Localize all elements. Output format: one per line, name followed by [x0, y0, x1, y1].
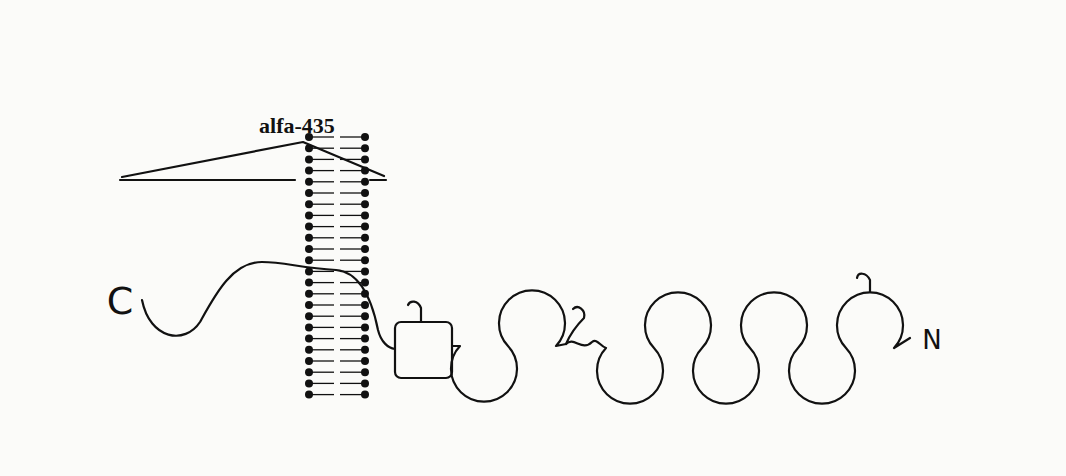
domain-chain [451, 290, 910, 403]
glycan-mark [408, 302, 421, 322]
lipid-tail [311, 372, 334, 373]
lipid-head [305, 312, 313, 320]
lipid-tail [311, 327, 334, 328]
lipid-head [305, 211, 313, 219]
lipid-tail [311, 226, 334, 227]
lipid-head [305, 279, 313, 287]
lipid-tail [340, 237, 363, 238]
lipid-head [305, 391, 313, 399]
lipid-tail [340, 338, 363, 339]
lipid-head [361, 379, 369, 387]
lipid-tail [340, 215, 363, 216]
lipid-head [305, 189, 313, 197]
lipid-tail [340, 226, 363, 227]
lipid-head [361, 189, 369, 197]
lipid-tail [311, 271, 334, 272]
lipid-head [305, 357, 313, 365]
lipid-head [361, 256, 369, 264]
lipid-tail [311, 170, 334, 171]
lipid-tail [340, 136, 363, 137]
lipid-head [305, 245, 313, 253]
bracket-line [122, 142, 384, 177]
lipid-head [361, 312, 369, 320]
terminus-label: C [107, 282, 134, 320]
lipid-head [305, 335, 313, 343]
lipid-head [361, 200, 369, 208]
lipid-tail [340, 181, 363, 182]
lipid-head [305, 256, 313, 264]
bracket-line [370, 179, 386, 181]
lipid-tail [340, 372, 363, 373]
bracket-line [120, 179, 295, 181]
lipid-tail [340, 360, 363, 361]
lipid-head [305, 290, 313, 298]
lipid-head [305, 200, 313, 208]
lipid-head [305, 368, 313, 376]
lipid-bilayer [305, 133, 369, 399]
lipid-head [361, 346, 369, 354]
lipid-tail [311, 338, 334, 339]
lipid-tail [311, 248, 334, 249]
lipid-tail [340, 327, 363, 328]
lipid-head [305, 223, 313, 231]
lipid-head [361, 335, 369, 343]
lipid-tail [311, 260, 334, 261]
lipid-head [361, 301, 369, 309]
lipid-tail [311, 192, 334, 193]
lipid-tail [311, 159, 334, 160]
lipid-head [361, 234, 369, 242]
lipid-head [361, 323, 369, 331]
domain-label: alfa-435 [259, 115, 335, 137]
lipid-tail [311, 394, 334, 395]
lipid-head [361, 144, 369, 152]
lipid-tail [311, 349, 334, 350]
lipid-tail [340, 304, 363, 305]
lipid-head [361, 368, 369, 376]
lipid-head [305, 379, 313, 387]
lipid-tail [340, 394, 363, 395]
lipid-head [361, 211, 369, 219]
lipid-head [361, 267, 369, 275]
lipid-head [361, 223, 369, 231]
lipid-tail [340, 148, 363, 149]
glycan-mark [857, 274, 870, 292]
lipid-tail [311, 181, 334, 182]
c-terminal-tail [142, 262, 395, 349]
lipid-tail [340, 248, 363, 249]
lipid-tail [340, 170, 363, 171]
lipid-head [305, 234, 313, 242]
lipid-tail [311, 383, 334, 384]
lipid-tail [311, 304, 334, 305]
lipid-tail [340, 349, 363, 350]
lipid-head [305, 178, 313, 186]
lipid-tail [340, 204, 363, 205]
lipid-tail [340, 192, 363, 193]
lipid-tail [340, 316, 363, 317]
lipid-tail [340, 383, 363, 384]
lipid-head [305, 155, 313, 163]
terminus-label: N [922, 327, 941, 353]
lipid-head [305, 346, 313, 354]
lipid-tail [311, 215, 334, 216]
lipid-tail [340, 293, 363, 294]
lipid-head [361, 155, 369, 163]
lipid-tail [311, 204, 334, 205]
lipid-head [361, 133, 369, 141]
lipid-tail [311, 293, 334, 294]
lipid-head [305, 301, 313, 309]
lipid-tail [311, 316, 334, 317]
lipid-tail [311, 360, 334, 361]
lipid-tail [340, 260, 363, 261]
lipid-tail [311, 237, 334, 238]
lipid-head [305, 167, 313, 175]
square-domain [395, 322, 452, 378]
lipid-head [305, 323, 313, 331]
lipid-head [361, 178, 369, 186]
lipid-head [361, 245, 369, 253]
lipid-head [361, 391, 369, 399]
glycan-mark [566, 307, 584, 344]
lipid-head [361, 357, 369, 365]
lipid-tail [311, 282, 334, 283]
